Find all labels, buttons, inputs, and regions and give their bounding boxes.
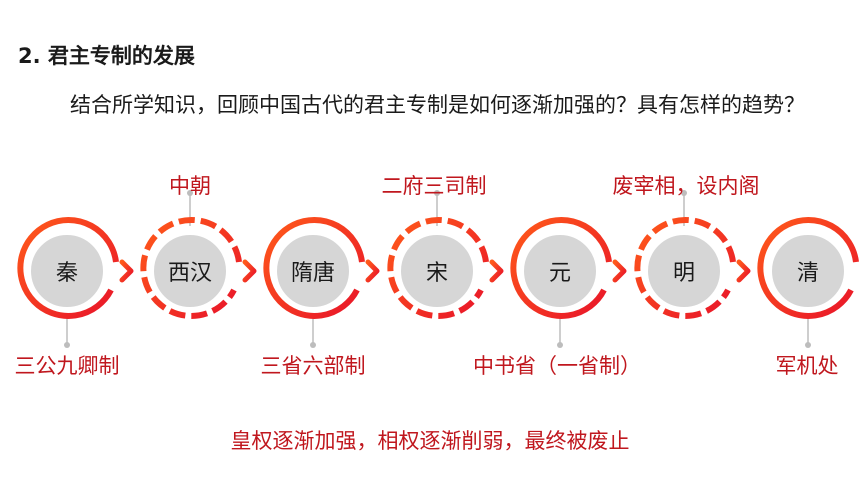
label-qin: 三公九卿制	[14, 354, 120, 378]
ring-ming	[634, 216, 736, 319]
ring-yuan	[510, 216, 612, 319]
node-qing	[770, 233, 846, 309]
label-yuan: 中书省（一省制）	[473, 354, 641, 378]
summary-text: 皇权逐渐加强，相权逐渐削弱，最终被废止	[230, 429, 630, 453]
node-ming	[646, 233, 722, 309]
section-heading: 2. 君主专制的发展	[18, 44, 195, 68]
dynasty-name-song: 宋	[425, 261, 449, 286]
label-ming: 废宰相，设内阁	[612, 174, 760, 198]
ring-song	[387, 216, 489, 319]
label-sui-tang: 三省六部制	[260, 354, 366, 378]
question-text: 结合所学知识，回顾中国古代的君主专制是如何逐渐加强的？具有怎样的趋势？	[70, 93, 805, 117]
dynasty-name-ming: 明	[672, 261, 696, 286]
dynasty-name-yuan: 元	[548, 261, 572, 286]
ring-sui-tang	[263, 216, 365, 319]
dynasty-name-qing: 清	[796, 261, 820, 286]
ring-qing	[757, 216, 859, 319]
node-qin	[29, 233, 105, 309]
node-western-han	[152, 233, 228, 309]
node-song	[399, 233, 475, 309]
node-sui-tang	[275, 233, 351, 309]
label-qing: 军机处	[775, 354, 839, 378]
dynasty-name-sui-tang: 隋唐	[290, 261, 336, 286]
dynasty-name-western-han: 西汉	[167, 261, 213, 286]
node-yuan	[522, 233, 598, 309]
ring-western-han	[140, 216, 242, 319]
label-western-han: 中朝	[169, 174, 211, 198]
label-song: 二府三司制	[381, 174, 487, 198]
ring-qin	[17, 216, 119, 319]
dynasty-name-qin: 秦	[55, 261, 79, 286]
